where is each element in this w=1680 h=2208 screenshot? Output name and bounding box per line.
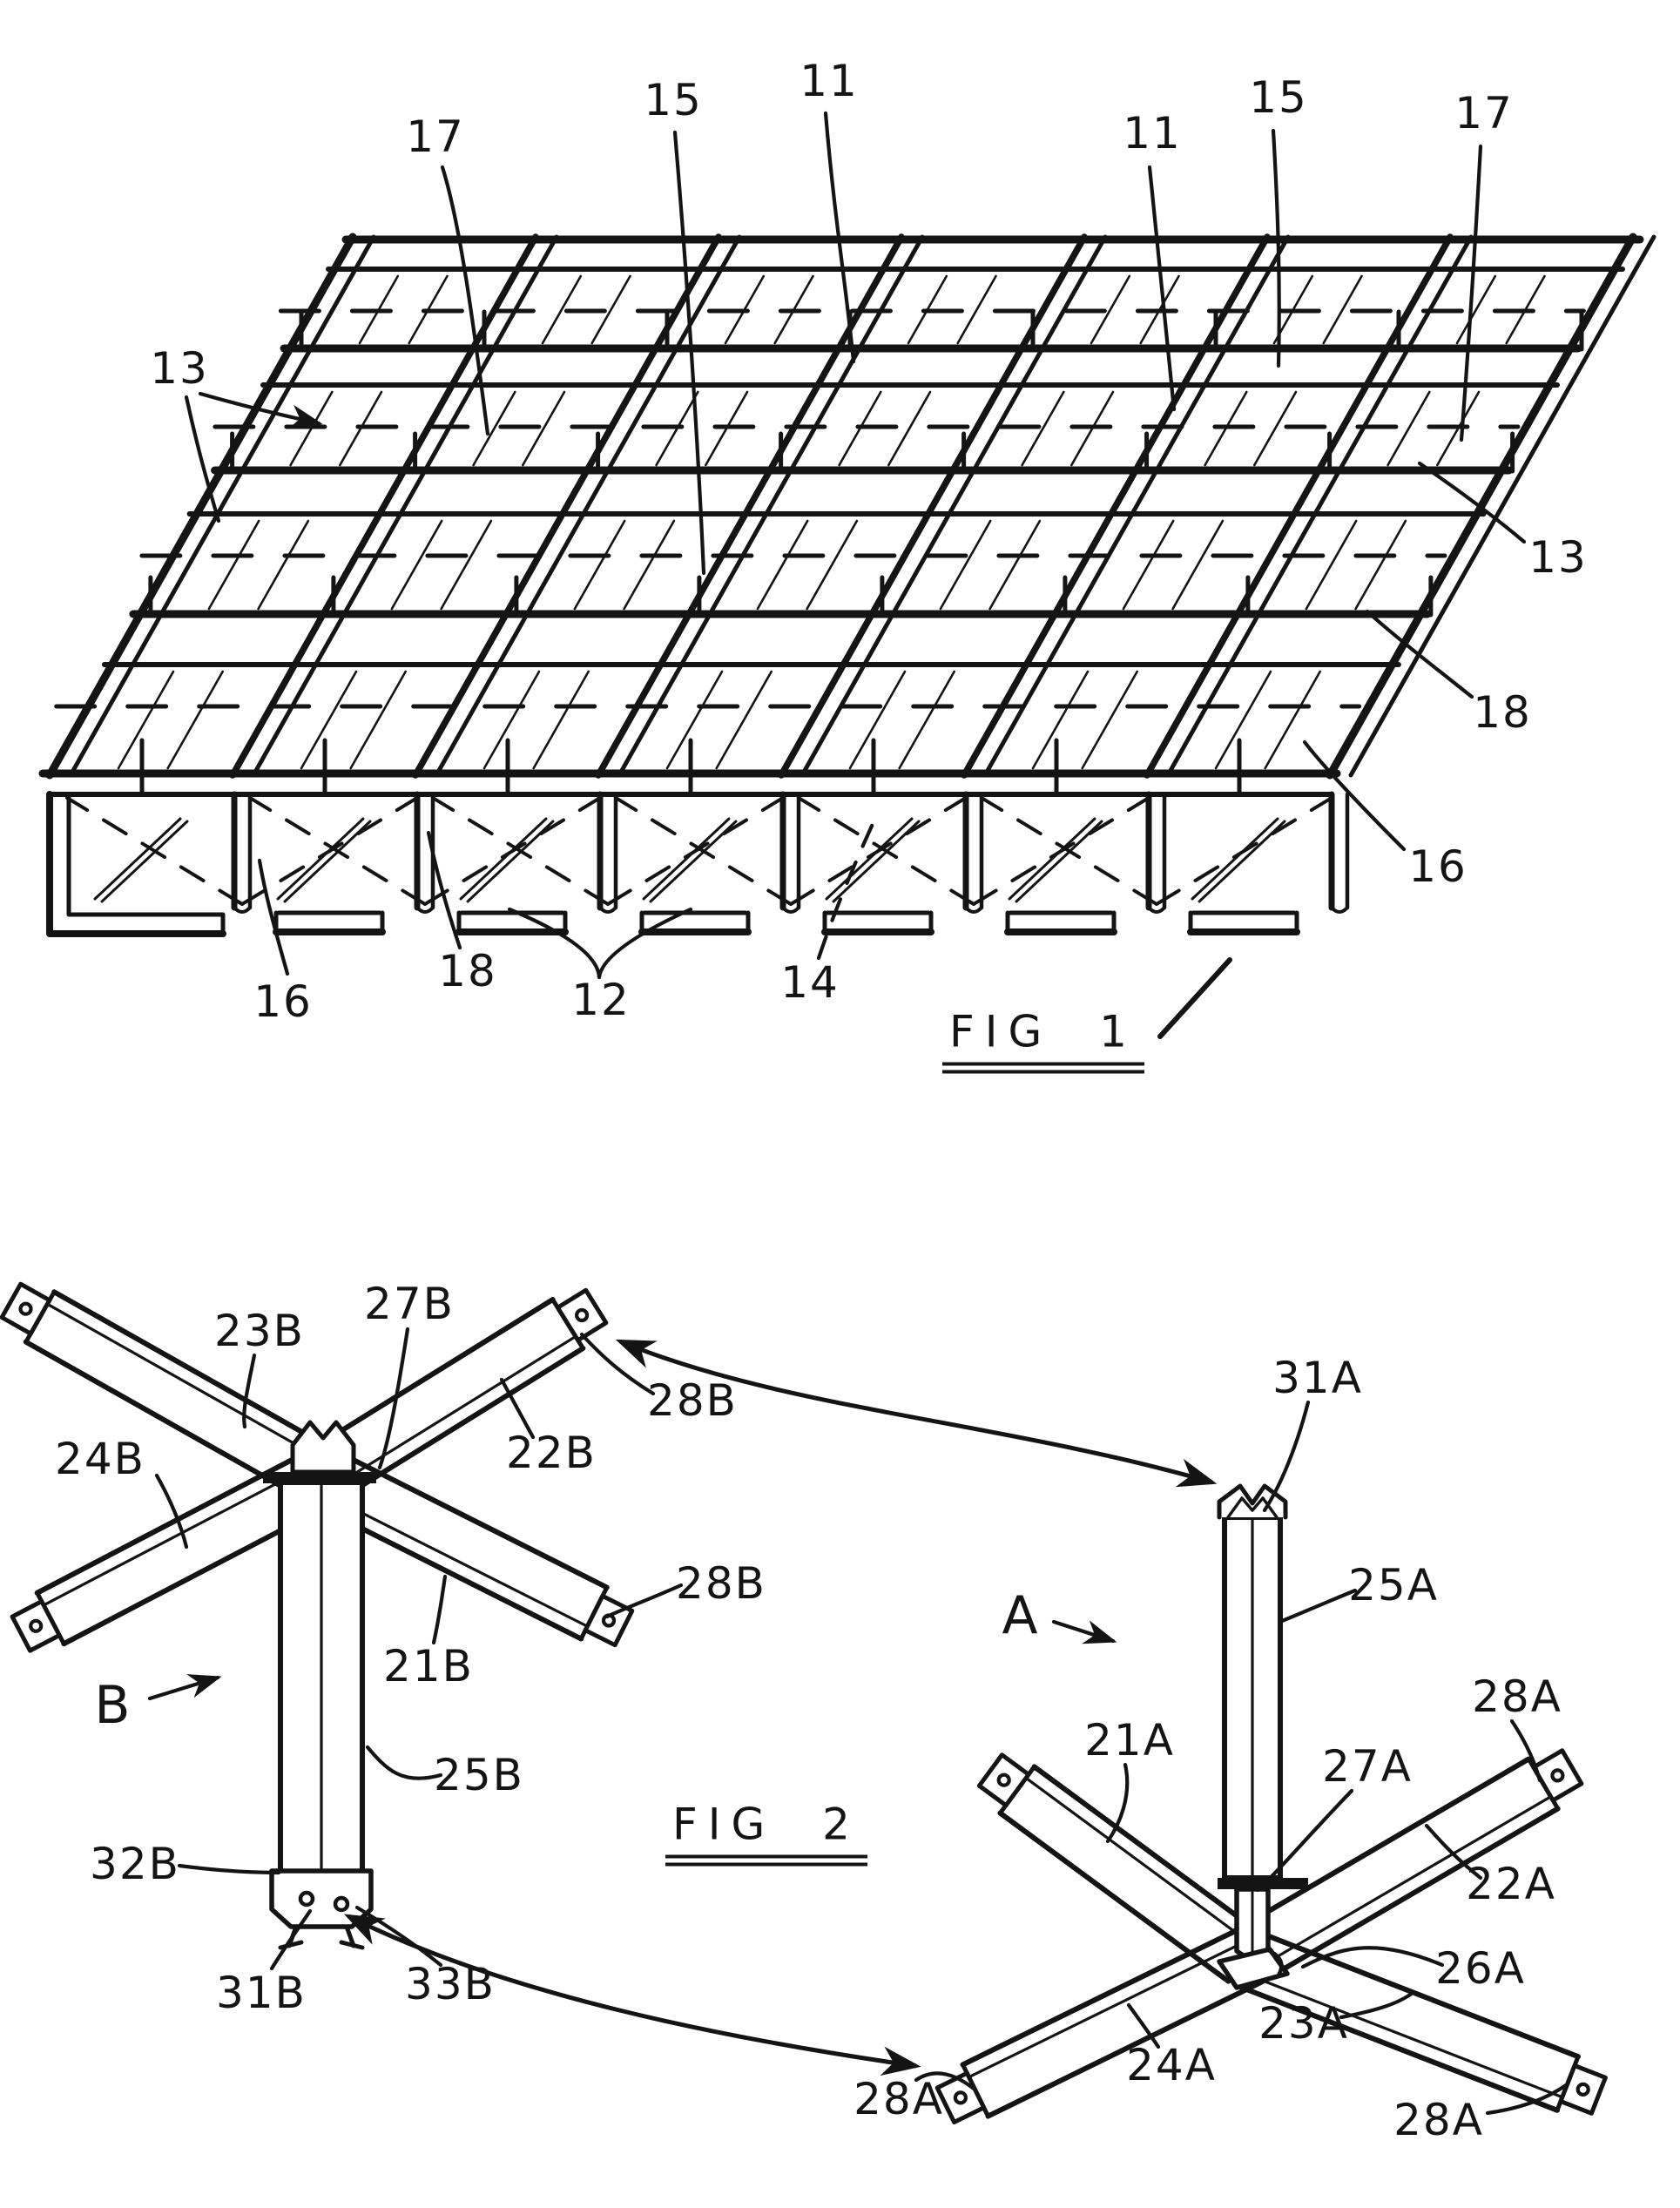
fig1-leader-14-13 (816, 821, 875, 961)
fig2-ref-label-24A-21: 24A (1126, 2040, 1217, 2090)
fig1-ref-label-11-2: 11 (800, 56, 859, 106)
fig1-leader-15-1 (672, 130, 706, 576)
fig1-ref-label-17-5: 17 (1454, 88, 1514, 138)
fig1-ref-label-17-0: 17 (406, 111, 465, 162)
fig2-leader-31B-10 (269, 1908, 313, 1971)
fig1-leader-17-5 (1459, 144, 1483, 442)
fig1-ref-label-15-1: 15 (644, 75, 703, 125)
fig2-leader-22A-18 (1424, 1823, 1483, 1881)
fig2-ref-label-28B-2: 28B (647, 1375, 738, 1426)
fig1-leader-13-6 (198, 391, 323, 429)
fig2-ref-label-22B-4: 22B (506, 1428, 597, 1478)
fig1-leader-12-12 (507, 907, 602, 980)
fig1-ref-label-11-3: 11 (1123, 108, 1182, 159)
fig1-leader2-13-6 (184, 395, 221, 523)
fig2-leader-24B-3 (154, 1473, 189, 1550)
fig2-ref-label-22A-18: 22A (1466, 1859, 1556, 1909)
fig1-ref-label-14-13: 14 (780, 957, 840, 1008)
fig1-grid-panel-drawing (38, 233, 1656, 937)
fig2-ref-label-B-7: B (94, 1675, 132, 1736)
fig2-leader-22B-4 (499, 1377, 536, 1440)
fig2-leader-26A-19 (1300, 1946, 1445, 1969)
fig2-ref-label-32B-9: 32B (90, 1839, 180, 1889)
fig2-leader-28B-5 (604, 1583, 684, 1619)
fig1-leader-15-4 (1271, 128, 1281, 368)
fig2-leader-27B-1 (377, 1327, 410, 1470)
fig1-ref-label-16-9: 16 (1408, 841, 1467, 892)
fig1-ref-label-13-6: 13 (150, 343, 209, 394)
fig2-ref-label-27A-17: 27A (1322, 1741, 1413, 1792)
fig2-leader-24A-21 (1126, 2002, 1161, 2049)
fig2-ref-label-23B-0: 23B (214, 1306, 305, 1356)
fig1-ref-label-18-11: 18 (438, 946, 497, 996)
fig2-leader-23B-0 (242, 1353, 257, 1429)
fig2-leader-27A-17 (1255, 1788, 1354, 1893)
fig2-ref-label-25B-8: 25B (434, 1750, 524, 1800)
fig1-leader-16-10 (257, 858, 290, 976)
fig1-leader-18-8 (1365, 609, 1474, 699)
fig2-ref-label-31B-10: 31B (216, 1968, 307, 2018)
swap-arrow-top (615, 1339, 1218, 1488)
fig2-leader-28B-2 (579, 1332, 656, 1396)
fig2-leader-33B-11 (354, 1905, 443, 1968)
fig2-leader-25A-13 (1279, 1588, 1358, 1624)
fig1-ref-label-18-8: 18 (1473, 687, 1532, 738)
fig1-ref-label-13-7: 13 (1528, 532, 1588, 583)
fig2-ref-label-24B-3: 24B (55, 1434, 145, 1484)
reference-leader-lines (147, 111, 1569, 2116)
fig2-ref-label-21B-6: 21B (383, 1641, 474, 1691)
fig2-ref-label-33B-11: 33B (405, 1959, 496, 2009)
fig2-ref-label-28A-22: 28A (853, 2074, 944, 2124)
fig1-leader-17-0 (440, 165, 490, 436)
fig2-leader-28A-22 (914, 2071, 976, 2091)
fig2-ref-label-21A-16: 21A (1084, 1715, 1175, 1766)
fig2-ref-label-23A-20: 23A (1258, 1998, 1349, 2049)
fig2-leader-21A-16 (1105, 1762, 1130, 1844)
fig1-leader-16-9 (1302, 739, 1407, 852)
fig2-title: FIG 2 (665, 1803, 867, 1867)
fig1-ref-label-15-4: 15 (1249, 72, 1308, 123)
fig1-leader-11-3 (1147, 165, 1177, 412)
fig2-leader-31A-12 (1262, 1400, 1311, 1513)
fig2-leader-A-14 (1051, 1619, 1117, 1644)
fig2-ref-label-26A-19: 26A (1435, 1943, 1526, 1994)
fig2-ref-label-27B-1: 27B (364, 1279, 455, 1329)
fig1-title: FIG 1 (942, 1010, 1144, 1074)
fig2-leader-21B-6 (431, 1574, 448, 1645)
fig2-swap-arrows (343, 1339, 1218, 2076)
fig1-leader2-12-12 (597, 907, 693, 980)
fig2-leader-28A-23 (1485, 2083, 1569, 2116)
fig1-leader-18-11 (426, 830, 462, 950)
fig2-ref-label-28A-15: 28A (1472, 1671, 1562, 1722)
fig2-ref-label-28A-23: 28A (1393, 2095, 1484, 2145)
fig1-leader-13-7 (1417, 461, 1527, 544)
fig2-ref-label-25A-13: 25A (1348, 1560, 1439, 1610)
fig2-connector-assembly-a (934, 1483, 1608, 2124)
fig2-leader-23A-20 (1339, 1990, 1415, 2020)
fig2-ref-label-31A-12: 31A (1272, 1353, 1363, 1403)
fig1-leader-11-2 (823, 111, 856, 364)
fig2-connector-assembly-b (0, 1281, 635, 1950)
fig2-ref-label-28B-5: 28B (676, 1558, 766, 1609)
fig1-ref-label-16-10: 16 (253, 976, 313, 1027)
fig2-leader-32B-9 (177, 1863, 281, 1875)
fig1-title-pointer (1157, 957, 1232, 1039)
fig2-leader-B-7 (147, 1674, 222, 1701)
fig1-ref-label-12-12: 12 (571, 975, 631, 1025)
fig2-ref-label-A-14: A (1002, 1585, 1040, 1646)
fig2-leader-25B-8 (365, 1745, 443, 1780)
fig2-leader-28A-15 (1509, 1718, 1542, 1783)
